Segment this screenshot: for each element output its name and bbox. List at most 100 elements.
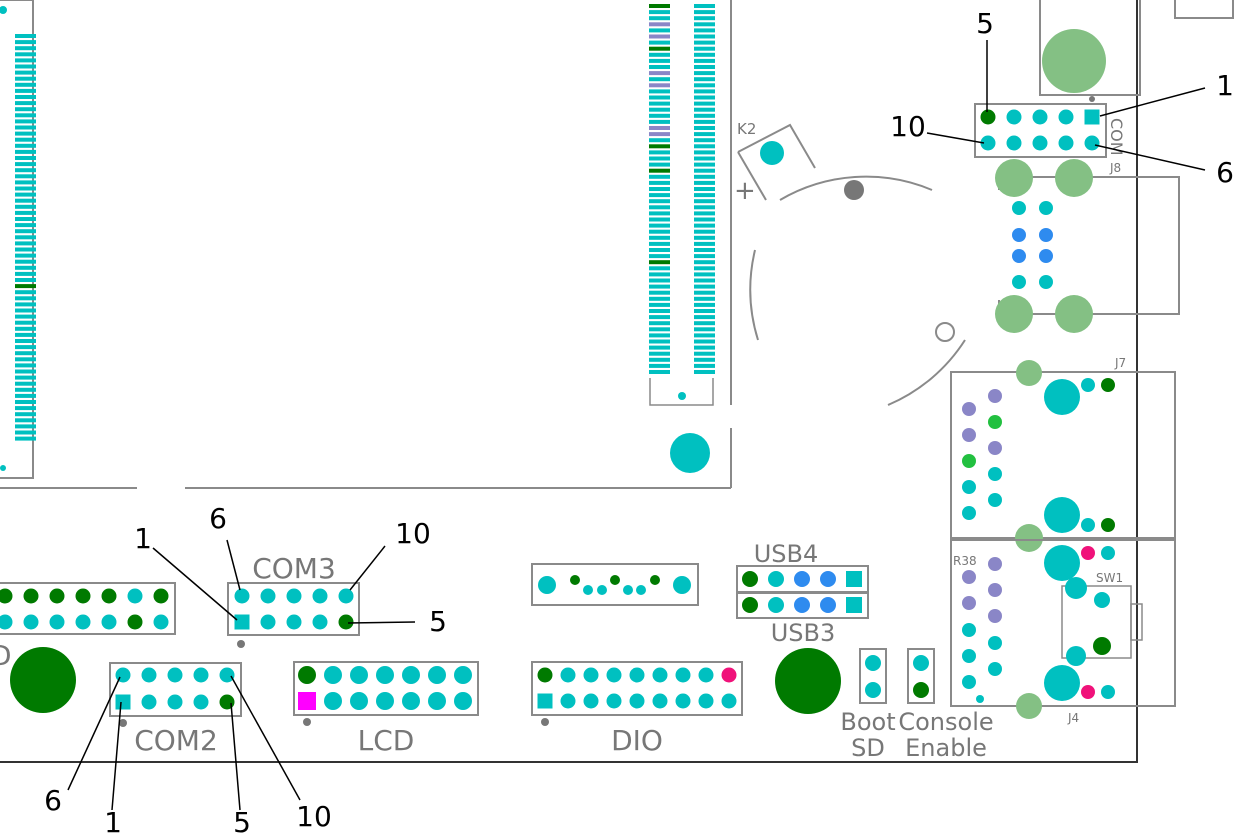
pad [15, 95, 36, 99]
pin [606, 667, 622, 683]
pin [721, 693, 737, 709]
pin [324, 666, 342, 684]
pin-1-square [846, 571, 862, 587]
pin [606, 693, 622, 709]
pin [0, 588, 13, 604]
pad [15, 34, 36, 38]
pin [167, 694, 183, 710]
pad [694, 193, 715, 198]
pad [694, 357, 715, 362]
pad [649, 89, 670, 94]
pin [428, 666, 446, 684]
callout-com3-pin10: 10 [395, 517, 431, 550]
com2-header: COM2 [109, 662, 242, 757]
pad [15, 357, 36, 362]
pad [694, 119, 715, 124]
pad [649, 187, 670, 191]
pin [1058, 135, 1074, 151]
pad [694, 370, 715, 374]
pad [694, 363, 715, 368]
usb-headers: USB4 USB3 [736, 540, 869, 647]
pad [15, 217, 36, 221]
pad [694, 241, 715, 246]
plus-label: + [734, 176, 756, 206]
pad [15, 259, 36, 264]
pad [649, 162, 670, 167]
mount-hole-bottom [775, 648, 841, 714]
callout-com-top-pin1: 1 [1216, 69, 1234, 102]
pad [649, 284, 670, 289]
module-pads-right [694, 4, 715, 374]
callout-com-top-pin10: 10 [890, 110, 926, 143]
pad [15, 351, 36, 356]
pad [15, 320, 36, 325]
pad [694, 144, 715, 149]
pin [75, 588, 91, 604]
pin [980, 135, 996, 151]
pad [694, 199, 715, 204]
pin [350, 692, 368, 710]
pad [15, 308, 36, 313]
pad [694, 296, 715, 301]
pad [694, 162, 715, 167]
com2-label: COM2 [134, 724, 218, 757]
pad [649, 95, 670, 100]
pin [350, 666, 368, 684]
enable-label: Enable [905, 734, 987, 762]
pad [649, 254, 670, 259]
pad [649, 357, 670, 362]
pad [694, 180, 715, 185]
pad [649, 327, 670, 332]
pin [338, 588, 354, 604]
lcd-label: LCD [358, 724, 415, 757]
pad [15, 82, 36, 87]
pad [694, 95, 715, 100]
pad [15, 332, 36, 337]
pad [15, 436, 36, 441]
pin-1-square [234, 614, 250, 630]
pad [694, 266, 715, 271]
pad [15, 52, 36, 57]
pin [286, 588, 302, 604]
com-vertical-label: COM [1107, 118, 1126, 156]
pad [694, 65, 715, 69]
j8-label: J8 [1109, 161, 1121, 175]
pad [694, 174, 715, 179]
pad [15, 253, 36, 258]
pad [649, 296, 670, 301]
pin [1006, 135, 1022, 151]
pin [583, 667, 599, 683]
pad [649, 28, 670, 33]
pad [15, 271, 36, 276]
pin [629, 667, 645, 683]
pin-1-square [298, 692, 316, 710]
pin [167, 667, 183, 683]
callout-leaders [67, 40, 1206, 811]
pin [980, 109, 996, 125]
pad [15, 101, 36, 106]
pad [15, 375, 36, 380]
pad [649, 46, 670, 51]
usb3-pins [742, 597, 862, 613]
pin [820, 597, 836, 613]
pad [15, 58, 36, 63]
pin [141, 694, 157, 710]
pin-1-square [1084, 109, 1100, 125]
pad [649, 339, 670, 344]
pad [649, 302, 670, 307]
pin [675, 667, 691, 683]
pad [649, 248, 670, 252]
pad [15, 204, 36, 209]
pad [649, 223, 670, 228]
pin [629, 693, 645, 709]
pad [694, 248, 715, 252]
pad [694, 168, 715, 173]
com-top-pins [980, 109, 1100, 151]
pad [694, 156, 715, 161]
pin [260, 588, 276, 604]
callout-com3-pin5: 5 [429, 605, 447, 638]
pad [15, 235, 36, 240]
callout-com3-pin6: 6 [209, 502, 227, 535]
pad [15, 284, 36, 289]
